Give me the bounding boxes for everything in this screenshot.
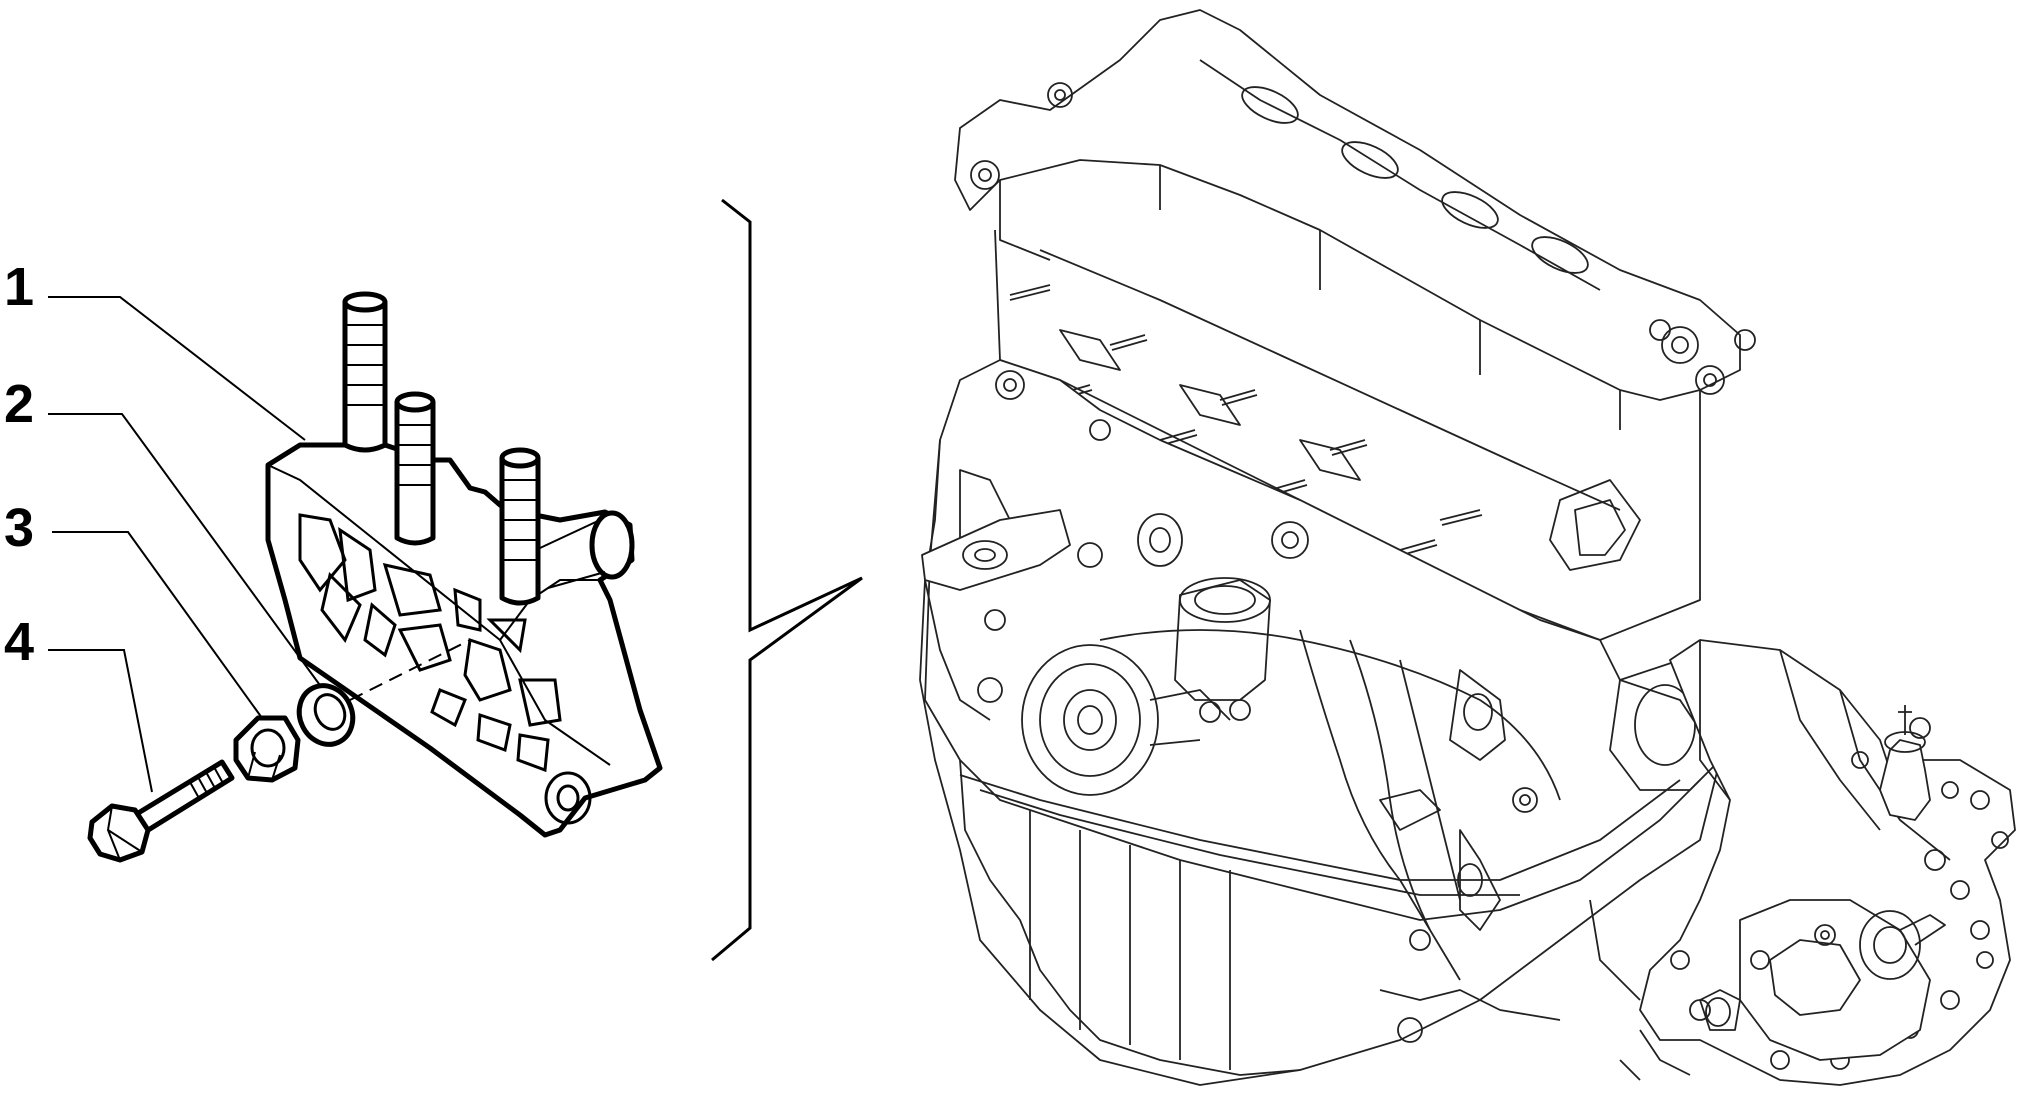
- callout-4[interactable]: 4: [4, 612, 34, 672]
- grouping-brace: [711, 198, 863, 962]
- bracket-stud: [499, 447, 541, 606]
- bracket-stud: [342, 291, 388, 453]
- washer[interactable]: [290, 677, 362, 753]
- leader-line-3: [52, 531, 263, 719]
- nut[interactable]: [233, 715, 301, 783]
- engine-assembly[interactable]: [919, 9, 2016, 1086]
- leader-line-4: [48, 649, 153, 793]
- callout-3[interactable]: 3: [4, 498, 34, 558]
- engine-mount-bracket[interactable]: [265, 291, 663, 838]
- bolt[interactable]: [87, 759, 235, 863]
- callout-1[interactable]: 1: [4, 257, 34, 317]
- callout-group: 1 2 3 4: [4, 257, 323, 793]
- callout-2[interactable]: 2: [4, 374, 34, 434]
- leader-line-2: [48, 413, 323, 689]
- bracket-stud: [394, 391, 436, 546]
- leader-line-1: [48, 296, 306, 441]
